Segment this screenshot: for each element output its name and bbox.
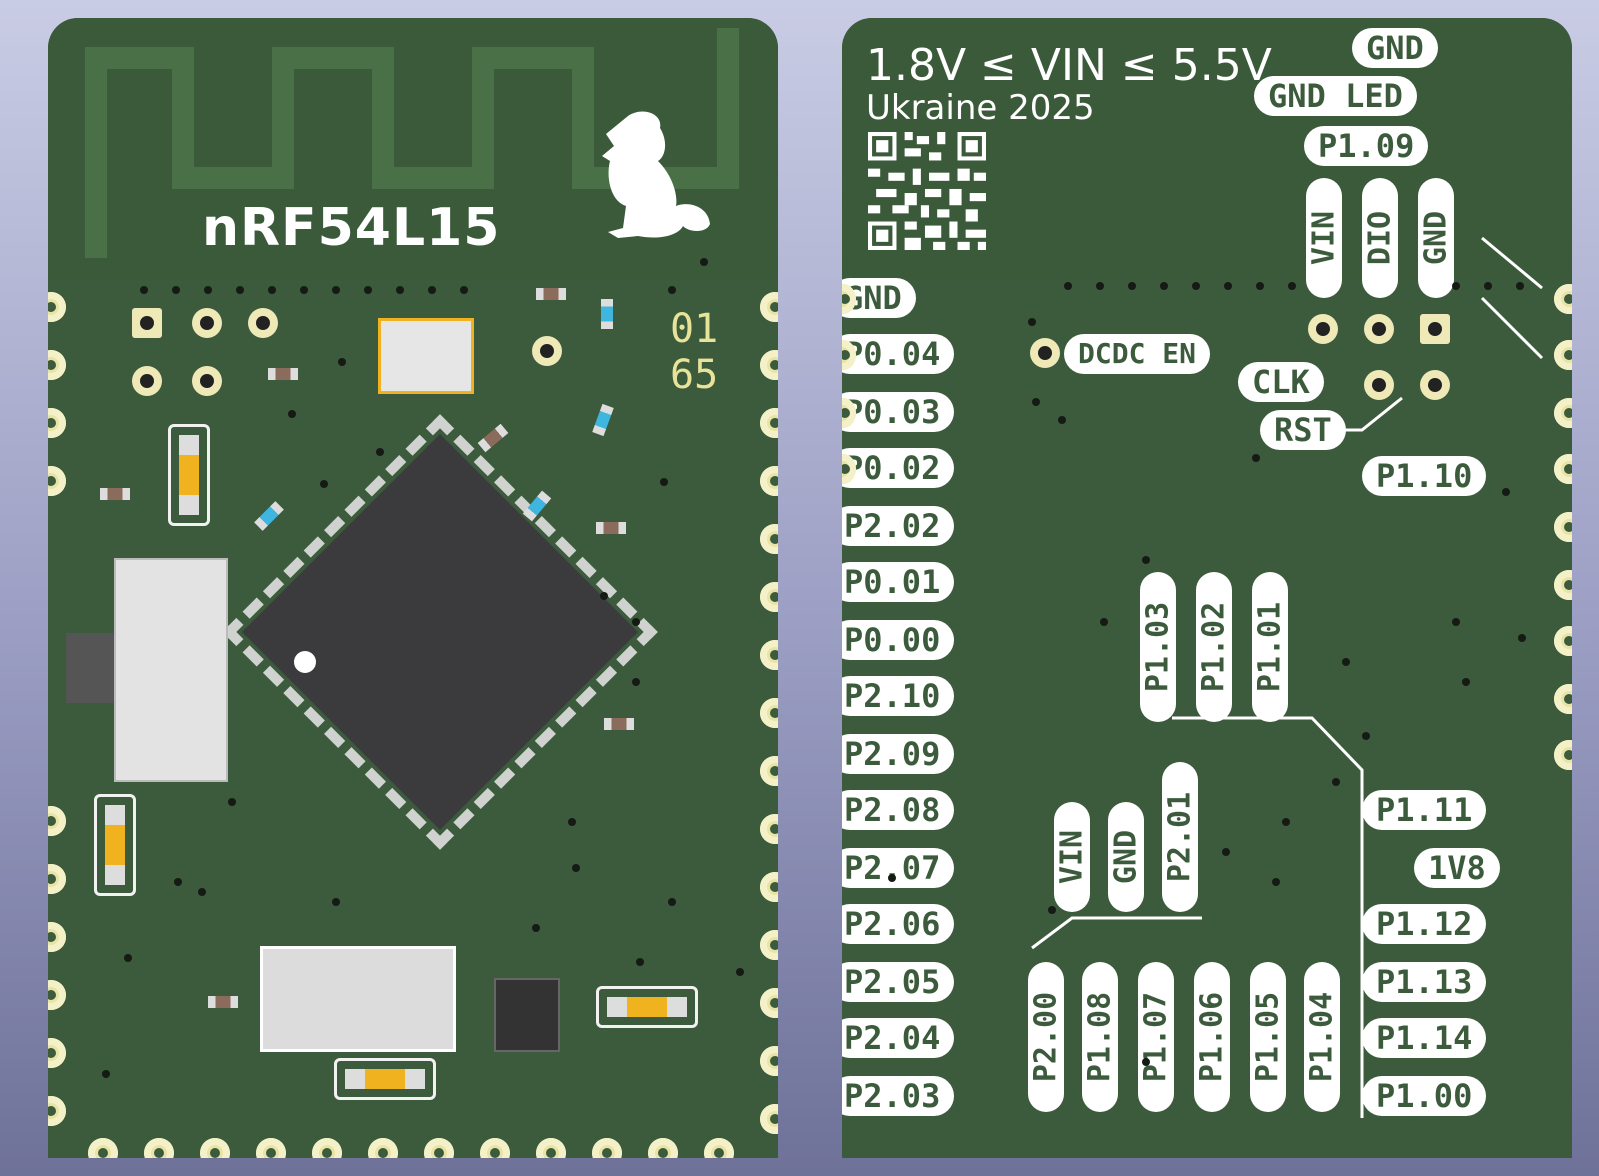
header-pad-3 bbox=[248, 308, 278, 338]
swd-gnd-label: GND bbox=[1418, 178, 1454, 298]
left-pin-label-p2-09: P2.09 bbox=[842, 734, 955, 774]
resistor bbox=[596, 522, 626, 534]
resistor bbox=[208, 996, 238, 1008]
right-pin-label-p1-11: P1.11 bbox=[1362, 790, 1487, 830]
test-pad bbox=[532, 336, 562, 366]
front-board: nRF54L15 bbox=[48, 18, 778, 1158]
resistor bbox=[604, 718, 634, 730]
right-pin-label-p1-10: P1.10 bbox=[1362, 456, 1487, 496]
power-inductor bbox=[260, 946, 456, 1052]
left-pin-label-p2-02: P2.02 bbox=[842, 506, 955, 546]
right-pin-label-p1-12: P1.12 bbox=[1362, 904, 1487, 944]
left-pin-label-p2-10: P2.10 bbox=[842, 676, 955, 716]
regulator-ic bbox=[494, 978, 560, 1052]
rst-label: RST bbox=[1260, 410, 1346, 450]
status-led-2 bbox=[94, 794, 136, 896]
left-pin-label-p0-03: P0.03 bbox=[842, 392, 955, 432]
resistor bbox=[268, 368, 298, 380]
capacitor bbox=[601, 299, 613, 329]
origin-label: Ukraine 2025 bbox=[866, 88, 1095, 128]
left-pin-label-p2-05: P2.05 bbox=[842, 962, 955, 1002]
pin1-marker bbox=[294, 651, 316, 673]
swd-pad-vin bbox=[1308, 314, 1338, 344]
slide-switch[interactable] bbox=[114, 558, 228, 782]
left-pin-label-p2-04: P2.04 bbox=[842, 1018, 955, 1058]
resistor bbox=[536, 288, 566, 300]
bottom-label-p1-06: P1.06 bbox=[1194, 962, 1230, 1112]
gnd-led-label: GND LED bbox=[1254, 76, 1417, 116]
status-led-4 bbox=[596, 986, 698, 1028]
left-pin-label-p0-01: P0.01 bbox=[842, 562, 955, 602]
right-pin-label-p1-14: P1.14 bbox=[1362, 1018, 1487, 1058]
swd-pad-clk bbox=[1364, 370, 1394, 400]
p1-09-label: P1.09 bbox=[1304, 126, 1429, 166]
status-led-3 bbox=[334, 1058, 436, 1100]
chip-name-label: nRF54L15 bbox=[202, 198, 501, 258]
dcdc-en-label: DCDC EN bbox=[1064, 334, 1211, 374]
header-pad-4 bbox=[132, 366, 162, 396]
header-pad-2 bbox=[192, 308, 222, 338]
back-board: 1.8V ≤ VIN ≤ 5.5V Ukraine 2025 GND GND L… bbox=[842, 18, 1572, 1158]
center-label-p1-02: P1.02 bbox=[1196, 572, 1232, 722]
center-label-p1-01: P1.01 bbox=[1252, 572, 1288, 722]
voltage-range-label: 1.8V ≤ VIN ≤ 5.5V bbox=[866, 40, 1272, 91]
right-pin-label-p1-00: P1.00 bbox=[1362, 1076, 1487, 1116]
qr-code-icon bbox=[868, 132, 986, 250]
header-pad-5 bbox=[192, 366, 222, 396]
version-top-label: 01 bbox=[670, 306, 719, 352]
swd-pad-dio bbox=[1364, 314, 1394, 344]
left-pin-label-p2-08: P2.08 bbox=[842, 790, 955, 830]
swd-pad-gnd bbox=[1420, 314, 1450, 344]
right-pin-label-p1-13: P1.13 bbox=[1362, 962, 1487, 1002]
antenna-area: nRF54L15 bbox=[48, 18, 778, 280]
gnd-top-label: GND bbox=[1352, 28, 1438, 68]
dcdc-en-pad bbox=[1030, 338, 1060, 368]
left-pin-label-p0-00: P0.00 bbox=[842, 620, 955, 660]
mid-label-gnd: GND bbox=[1108, 802, 1144, 912]
swd-dio-label: DIO bbox=[1362, 178, 1398, 298]
left-pin-label-p2-06: P2.06 bbox=[842, 904, 955, 944]
right-pin-label-1v8: 1V8 bbox=[1414, 848, 1500, 888]
mid-label-vin: VIN bbox=[1054, 802, 1090, 912]
switch-knob[interactable] bbox=[66, 633, 114, 703]
clk-label: CLK bbox=[1238, 362, 1324, 402]
resistor bbox=[100, 488, 130, 500]
left-pin-label-p2-03: P2.03 bbox=[842, 1076, 955, 1116]
bottom-label-p1-07: P1.07 bbox=[1138, 962, 1174, 1112]
chinchilla-logo-icon bbox=[602, 111, 710, 238]
version-bottom-label: 65 bbox=[670, 352, 719, 398]
center-label-p1-03: P1.03 bbox=[1140, 572, 1176, 722]
status-led-1 bbox=[168, 424, 210, 526]
bottom-label-p1-08: P1.08 bbox=[1082, 962, 1118, 1112]
bottom-label-p2-00: P2.00 bbox=[1028, 962, 1064, 1112]
header-pad-1 bbox=[132, 308, 162, 338]
left-pin-label-p0-02: P0.02 bbox=[842, 448, 955, 488]
left-pin-label-p2-07: P2.07 bbox=[842, 848, 955, 888]
swd-vin-label: VIN bbox=[1306, 178, 1342, 298]
bottom-label-p1-04: P1.04 bbox=[1304, 962, 1340, 1112]
mid-label-p2-01: P2.01 bbox=[1162, 762, 1198, 912]
bottom-label-p1-05: P1.05 bbox=[1250, 962, 1286, 1112]
swd-pad-rst bbox=[1420, 370, 1450, 400]
crystal-oscillator bbox=[378, 318, 474, 394]
antenna-trace bbox=[85, 28, 739, 258]
left-pin-label-p0-04: P0.04 bbox=[842, 334, 955, 374]
